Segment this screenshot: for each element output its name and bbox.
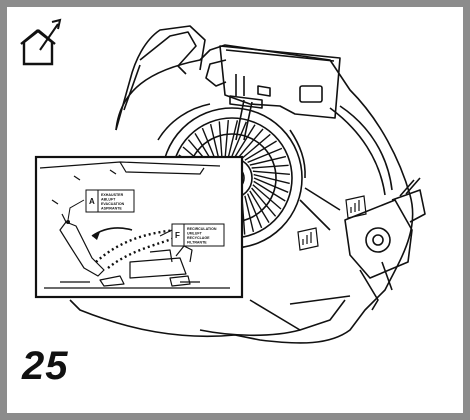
label-a-line-4: ASPIRANTE — [101, 207, 122, 211]
fan-blade — [253, 180, 286, 202]
label-a-tag: A EXHAUSTER ABLUFT EVACUATION ASPIRANTE — [85, 189, 135, 213]
speed-bars-icon — [297, 195, 367, 251]
fan-blade — [253, 177, 289, 193]
fan-blade — [253, 173, 290, 185]
fan-blade — [249, 155, 287, 166]
fan-blade — [241, 133, 271, 159]
label-f-line-3: RECYCLAGE — [187, 236, 210, 240]
fan-blade — [227, 120, 239, 157]
fan-blade — [238, 128, 264, 158]
label-f-line-4: FILTRANTE — [187, 241, 207, 245]
fan-blade — [251, 187, 277, 217]
label-a-letter: A — [89, 197, 95, 206]
label-f-line-2: UMLUFT — [187, 232, 203, 236]
fan-blade — [247, 147, 283, 164]
label-a-line-1: EXHAUSTER — [101, 193, 124, 197]
fan-blade — [234, 124, 256, 157]
label-f-tag: F RECIRCULATION UMLUFT RECYCLAGE FILTRAN… — [171, 223, 225, 247]
fan-blade — [252, 184, 282, 210]
fan-blade — [224, 120, 229, 158]
label-a-line-2: ABLUFT — [101, 198, 116, 202]
fan-blade — [244, 140, 277, 161]
fan-blade — [218, 121, 223, 159]
fan-blade — [252, 170, 290, 175]
fan-blade — [231, 121, 247, 157]
label-f-line-1: RECIRCULATION — [187, 227, 217, 231]
label-a-line-3: EVACUATION — [101, 202, 125, 206]
fan-blade — [209, 123, 220, 161]
label-f-letter: F — [175, 231, 180, 240]
fan-blade — [251, 164, 289, 169]
fan-blade — [244, 195, 255, 233]
fan-blade — [246, 193, 263, 229]
figure-number: 25 — [22, 344, 69, 388]
fan-blade — [249, 190, 270, 223]
house-exhaust-arrow-icon — [20, 18, 62, 66]
